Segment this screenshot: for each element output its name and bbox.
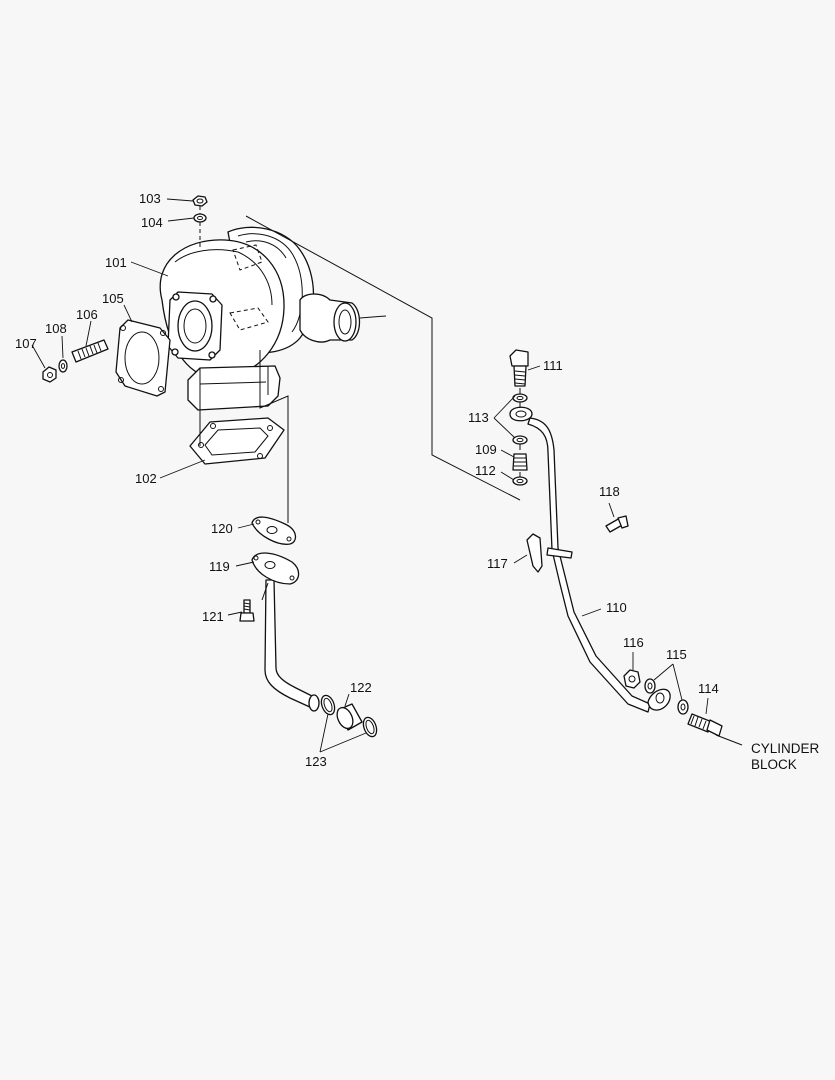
label-119: 119 [209, 559, 230, 574]
label-106: 106 [76, 307, 98, 322]
washer-112 [512, 476, 528, 486]
oil-feed-pipe-110 [509, 406, 671, 713]
label-104: 104 [141, 215, 163, 230]
nut-116 [623, 669, 641, 689]
label-117: 117 [487, 556, 508, 571]
clamp-123 [320, 694, 378, 738]
cylinder-block-label-line2: BLOCK [751, 757, 797, 772]
washer-108 [58, 359, 68, 373]
leader-lines [31, 198, 709, 753]
adapter-109 [512, 453, 528, 471]
label-116: 116 [623, 635, 644, 650]
label-120: 120 [211, 521, 233, 536]
label-122: 122 [350, 680, 372, 695]
part-labels: 103 104 101 105 106 108 107 102 120 119 … [15, 191, 820, 772]
gasket-105 [115, 319, 171, 397]
cylinder-block-label-line1: CYLINDER [751, 741, 820, 756]
label-108: 108 [45, 321, 67, 336]
label-105: 105 [102, 291, 124, 306]
bolt-121 [239, 599, 255, 622]
label-123: 123 [305, 754, 327, 769]
bolt-118 [605, 515, 629, 533]
gasket-120 [251, 516, 297, 545]
label-121: 121 [202, 609, 224, 624]
stud-106 [71, 339, 109, 363]
drain-pipe-119 [251, 552, 320, 712]
label-101: 101 [105, 255, 127, 270]
turbocharger-part [159, 226, 361, 411]
gasket-102 [189, 417, 285, 465]
label-111: 111 [543, 358, 563, 373]
label-102: 102 [135, 471, 157, 486]
label-113: 113 [468, 410, 489, 425]
connector-114 [687, 713, 723, 737]
washer-115 [644, 678, 689, 715]
label-103: 103 [139, 191, 161, 206]
label-115: 115 [666, 647, 687, 662]
label-109: 109 [475, 442, 497, 457]
label-110: 110 [606, 600, 627, 615]
assembly-centerlines [199, 206, 743, 746]
washer-104 [193, 213, 207, 223]
label-112: 112 [475, 463, 496, 478]
nut-103 [192, 195, 208, 207]
bolt-111 [509, 349, 529, 387]
nut-107 [42, 366, 57, 383]
clip-117 [526, 533, 573, 573]
label-114: 114 [698, 681, 719, 696]
label-118: 118 [599, 484, 620, 499]
hose-122 [336, 703, 363, 731]
label-107: 107 [15, 336, 37, 351]
